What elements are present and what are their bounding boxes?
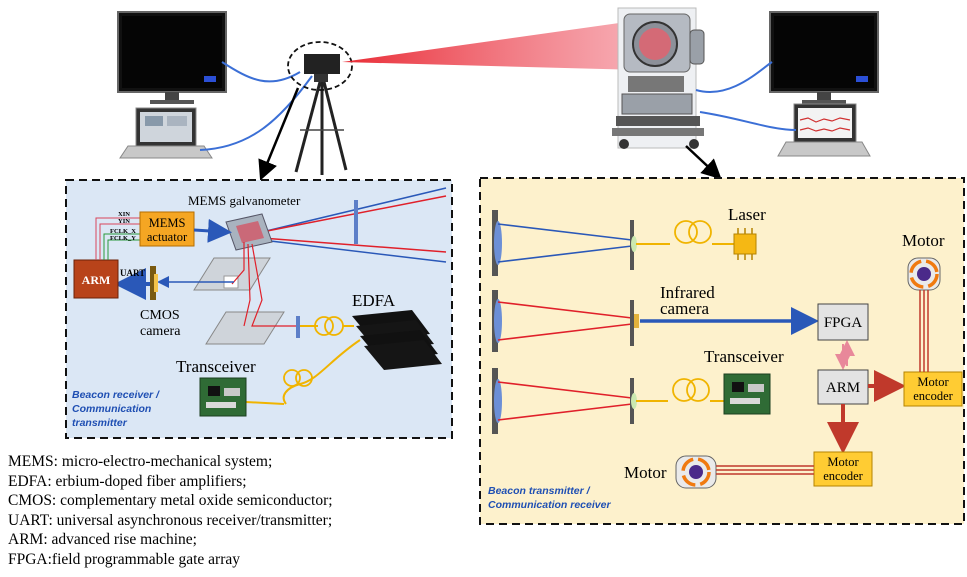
- motor-encoder-box-top: [903, 371, 963, 407]
- transceiver-board-icon: [199, 377, 247, 417]
- uart-label: UART: [120, 268, 145, 278]
- laser-chip-icon: [733, 228, 757, 260]
- collimator-icon: [296, 316, 300, 338]
- encoder-bottom-label-2: encoder: [823, 469, 863, 483]
- signal-fclky: FCLK_Y: [110, 235, 136, 242]
- legend-item-edfa: EDFA: erbium-doped fiber amplifiers;: [8, 472, 247, 490]
- left-panel: CMOS camera UART ARM XIN YIN FCLK_X FCLK…: [65, 179, 453, 439]
- arm-label-right: ARM: [826, 380, 860, 396]
- motor-bottom-icon: [675, 455, 717, 489]
- beam-splitter-icon: [205, 311, 285, 345]
- fpga-box: [817, 303, 869, 341]
- infrared-label-2: camera: [660, 299, 710, 318]
- mems-galvanometer-label: MEMS galvanometer: [188, 193, 301, 208]
- right-monitor-icon: [769, 11, 879, 104]
- mems-actuator-label-1: MEMS: [149, 216, 186, 230]
- left-laptop-icon: [119, 107, 213, 159]
- arm-label: ARM: [82, 273, 111, 287]
- mems-actuator-label-2: actuator: [147, 230, 188, 244]
- motor-top-icon: [907, 257, 941, 291]
- cable-line: [695, 61, 773, 93]
- legend-item-uart: UART: universal asynchronous receiver/tr…: [8, 511, 333, 529]
- right-role-line-2: Communication receiver: [488, 499, 611, 511]
- transceiver-label-right: Transceiver: [704, 347, 784, 366]
- edfa-label: EDFA: [352, 291, 396, 310]
- signal-yin: YIN: [118, 218, 130, 225]
- left-role-line-3: transmitter: [72, 417, 128, 429]
- cmos-label-1: CMOS: [140, 308, 180, 323]
- signal-fclkx: FCLK_X: [110, 228, 136, 235]
- legend-item-cmos: CMOS: complementary metal oxide semicond…: [8, 492, 333, 509]
- mems-actuator-box: [139, 211, 195, 247]
- signal-xin: XIN: [118, 211, 130, 218]
- top-scene: [117, 7, 879, 181]
- transceiver-label-left: Transceiver: [176, 357, 256, 376]
- tripod-terminal-icon: [294, 54, 348, 175]
- laser-label: Laser: [728, 205, 766, 224]
- left-role-line-2: Communication: [72, 403, 151, 415]
- right-role-line-1: Beacon transmitter /: [488, 485, 591, 497]
- highlight-ellipse: [287, 41, 353, 91]
- gimbal-terminal-icon: [612, 7, 705, 149]
- motor-bottom-label: Motor: [624, 463, 667, 482]
- pointer-arrow: [685, 145, 722, 180]
- motor-encoder-box-bottom: [813, 451, 873, 487]
- encoder-top-label-2: encoder: [913, 389, 953, 403]
- legend-item-mems: MEMS: micro-electro-mechanical system;: [8, 453, 273, 470]
- cable-line: [699, 111, 797, 131]
- fpga-label: FPGA: [824, 315, 863, 331]
- left-monitor-icon: [117, 11, 227, 104]
- cmos-label-2: camera: [140, 324, 181, 339]
- right-panel: Laser Infrared camera FPGA ARM: [479, 177, 965, 525]
- motor-top-label: Motor: [902, 231, 945, 250]
- edfa-stack-icon: [352, 310, 442, 370]
- abbreviation-legend: MEMS: micro-electro-mechanical system; E…: [8, 452, 478, 569]
- transceiver-board-icon: [723, 373, 771, 415]
- laser-beam: [342, 20, 640, 70]
- pointer-arrow: [258, 87, 300, 181]
- cable-line: [199, 75, 313, 151]
- cmos-camera-icon: [150, 266, 156, 300]
- legend-item-arm: ARM: advanced rise machine;: [8, 531, 197, 548]
- lens-icon: [354, 200, 358, 244]
- arm-box-right: [817, 369, 869, 405]
- encoder-top-label-1: Motor: [917, 375, 949, 389]
- left-role-line-1: Beacon receiver /: [72, 389, 160, 401]
- fiber-coil-icon: [674, 220, 698, 244]
- encoder-bottom-label-1: Motor: [827, 455, 859, 469]
- right-laptop-icon: [777, 103, 871, 157]
- infrared-label-1: Infrared: [660, 283, 715, 302]
- infrared-camera-icon: [634, 314, 639, 328]
- legend-item-fpga: FPGA:field programmable gate array: [8, 550, 240, 568]
- fiber-coil-icon: [314, 316, 334, 336]
